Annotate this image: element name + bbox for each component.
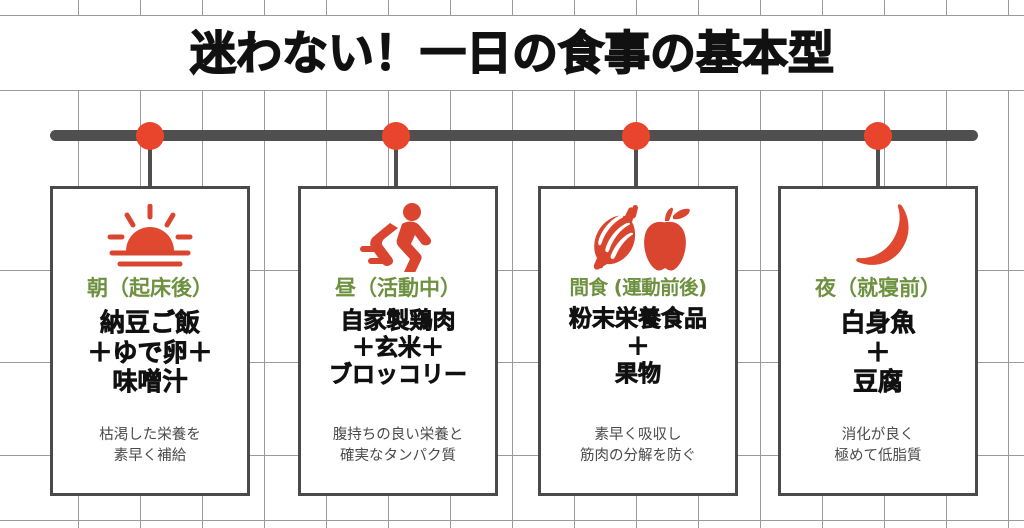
timeline-dot-snack[interactable] [622, 122, 650, 150]
grid-line-horizontal [0, 90, 1024, 91]
timeline-stem [876, 136, 880, 188]
card-meal-text: 納豆ご飯＋ゆで卵＋味噌汁 [87, 308, 213, 397]
crescent-moon-icon [836, 199, 920, 275]
grid-line-horizontal [0, 520, 1024, 521]
card-note-text: 消化が良く極めて低脂質 [834, 426, 922, 464]
card-meal-text: 自家製鶏肉＋玄米＋ブロッコリー [329, 308, 468, 389]
card-note-text: 素早く吸収し筋肉の分解を防ぐ [580, 426, 696, 464]
meal-card-noon[interactable]: 昼（活動中） 自家製鶏肉＋玄米＋ブロッコリー 腹持ちの良い栄養と確実なタンパク質 [298, 186, 498, 496]
timeline-dot-night[interactable] [864, 122, 892, 150]
card-note-text: 枯渇した栄養を素早く補給 [99, 426, 201, 464]
timeline-bar [50, 130, 978, 141]
meal-card-morning[interactable]: 朝（起床後） 納豆ご飯＋ゆで卵＋味噌汁 枯渇した栄養を素早く補給 [50, 186, 250, 496]
card-note-text: 腹持ちの良い栄養と確実なタンパク質 [332, 426, 464, 464]
timeline-dot-morning[interactable] [136, 122, 164, 150]
card-phase-label: 間食 (運動前後) [569, 276, 707, 299]
running-person-icon [358, 199, 438, 275]
card-meal-text: 白身魚＋豆腐 [840, 308, 916, 397]
meal-card-night[interactable]: 夜（就寝前） 白身魚＋豆腐 消化が良く極めて低脂質 [778, 186, 978, 496]
card-phase-label: 昼（活動中） [335, 276, 461, 300]
timeline-stem [394, 136, 398, 188]
card-phase-label: 朝（起床後） [87, 276, 213, 300]
meal-card-snack[interactable]: 間食 (運動前後) 粉末栄養食品＋果物 素早く吸収し筋肉の分解を防ぐ [538, 186, 738, 496]
card-phase-label: 夜（就寝前） [815, 276, 941, 300]
timeline-dot-noon[interactable] [382, 122, 410, 150]
title-band: 迷わない！一日の食事の基本型 [0, 16, 1024, 90]
card-meal-text: 粉末栄養食品＋果物 [569, 306, 708, 387]
muscle-apple-icon [581, 199, 696, 275]
sunrise-icon [102, 199, 198, 275]
page-title: 迷わない！一日の食事の基本型 [189, 26, 835, 80]
timeline-stem [148, 136, 152, 188]
